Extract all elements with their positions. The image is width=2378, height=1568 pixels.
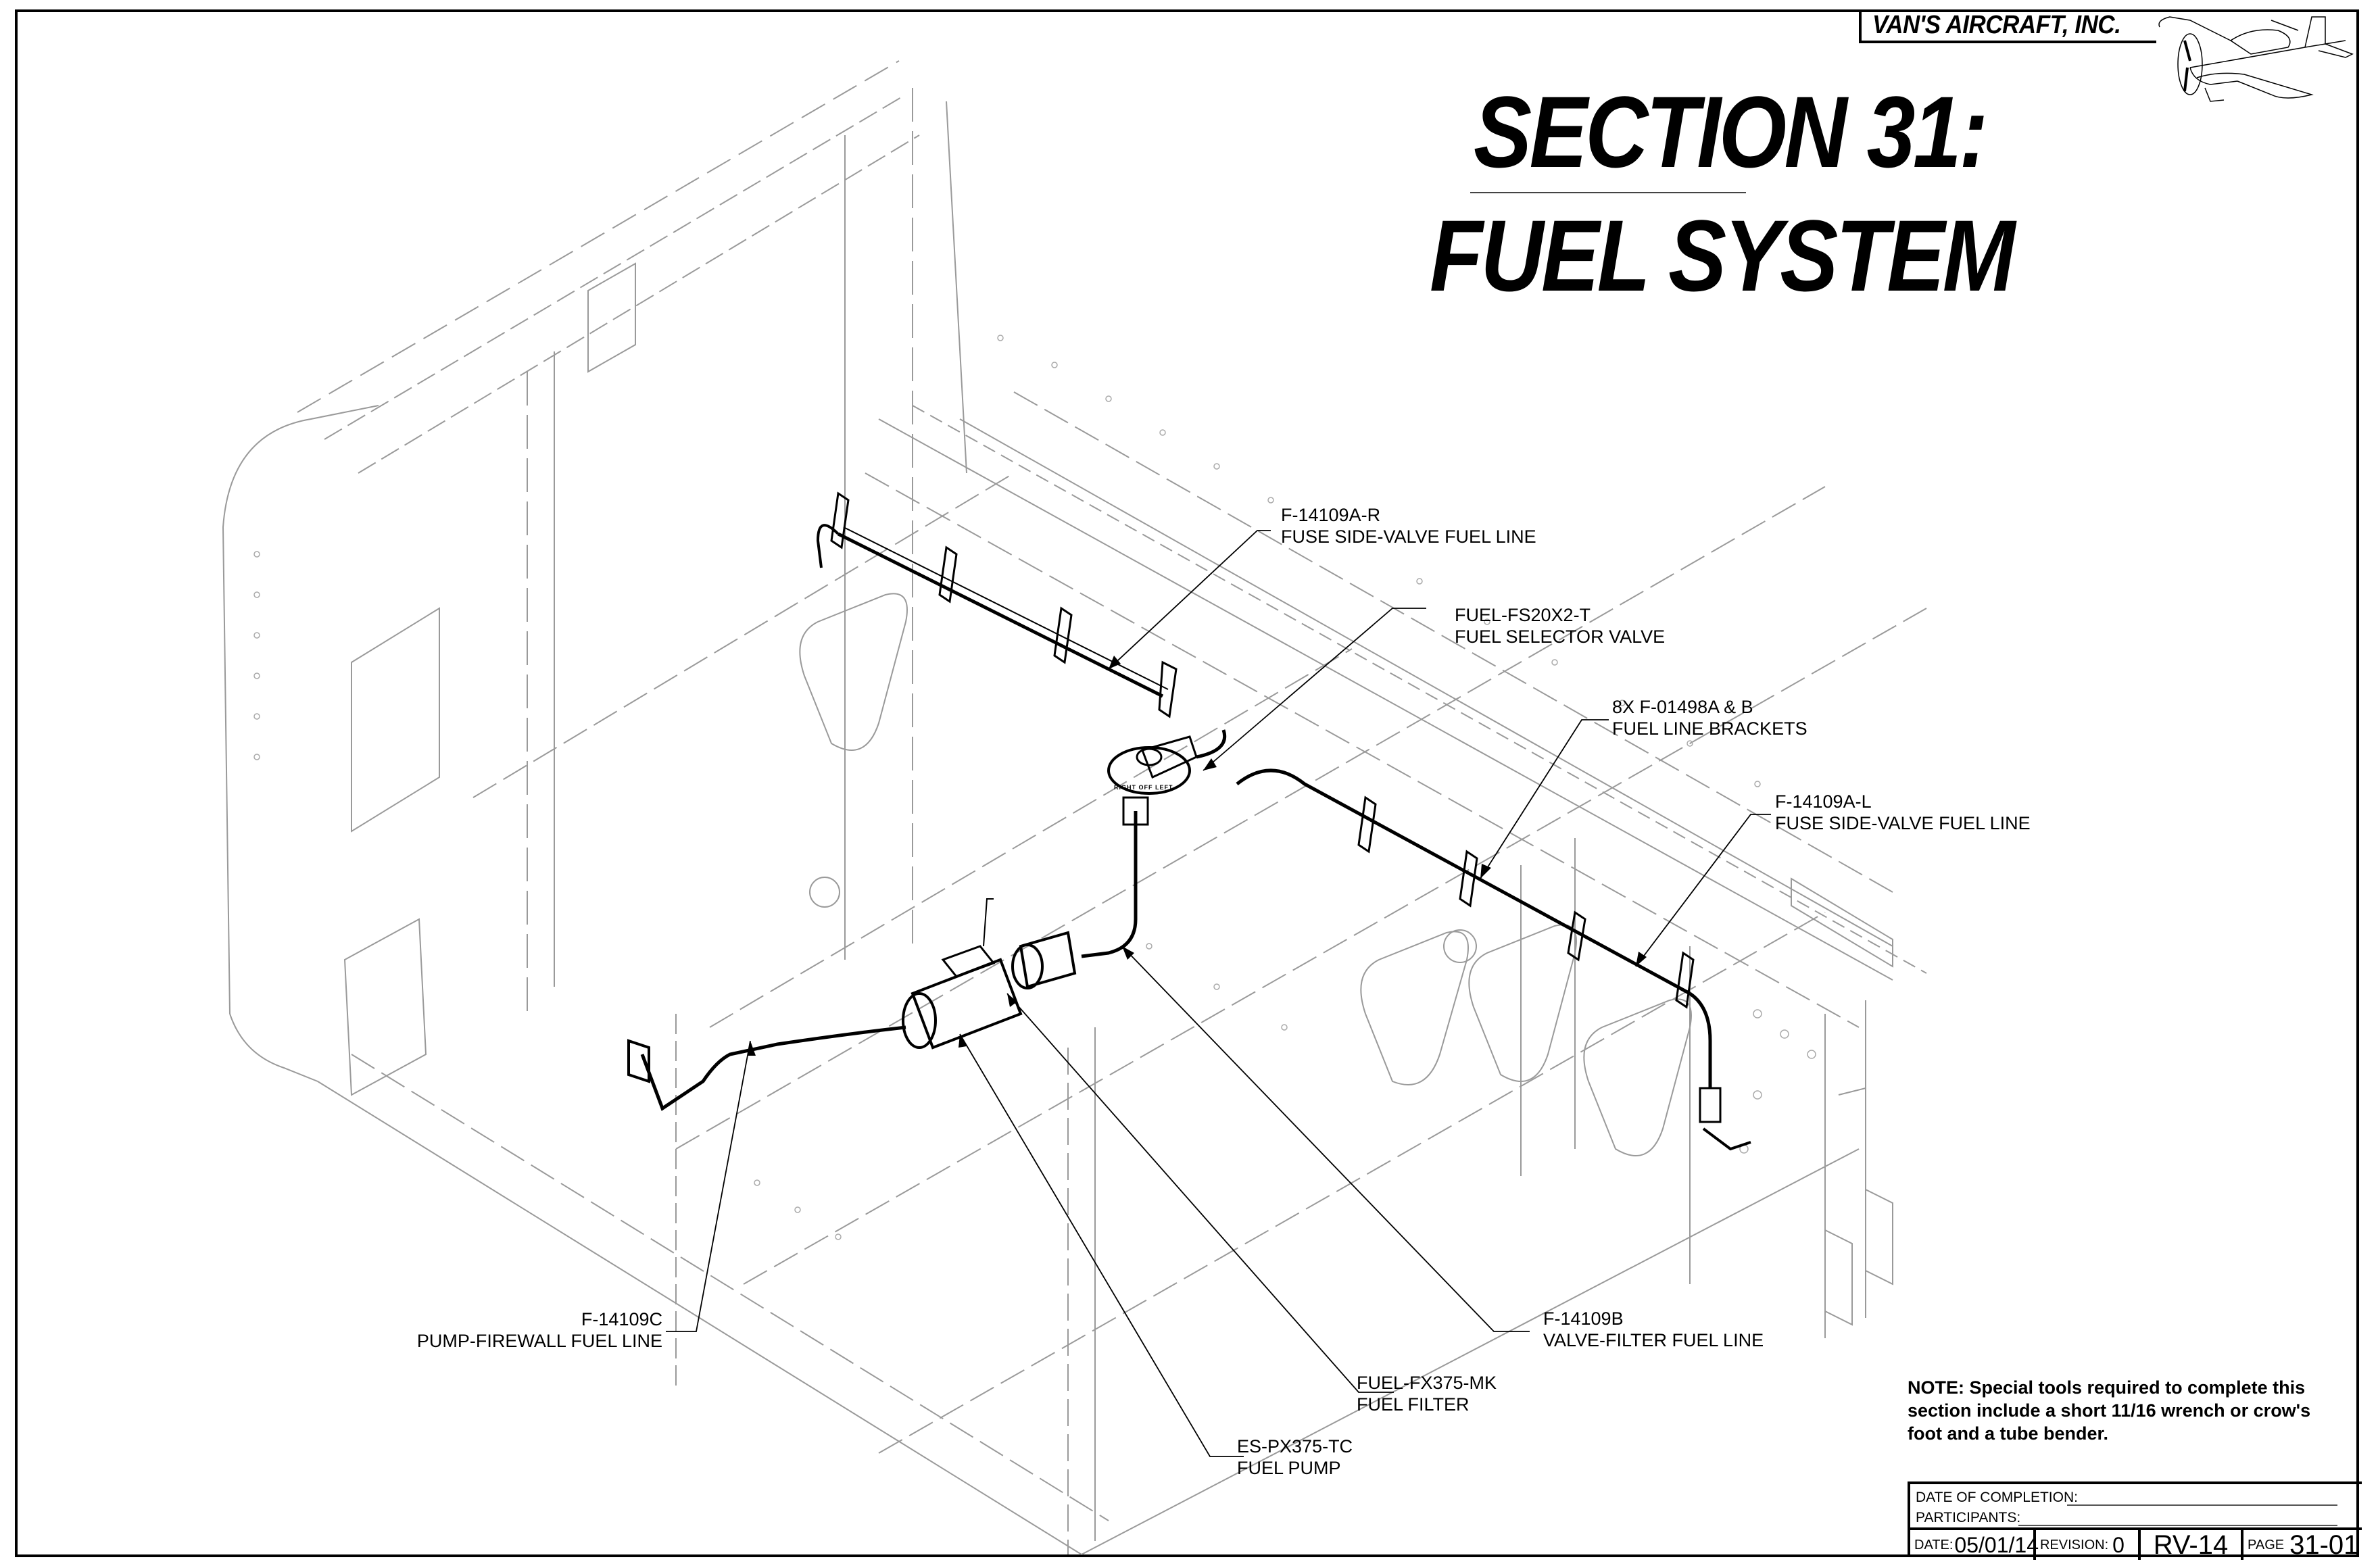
callout-fuel-filter: FUEL-FX375-MK FUEL FILTER bbox=[1357, 1372, 1497, 1415]
bracket bbox=[1357, 795, 1377, 854]
revision-cell: REVISION: 0 bbox=[2036, 1530, 2141, 1560]
part-description: FUEL PUMP bbox=[1237, 1458, 1341, 1478]
drawing-border bbox=[15, 9, 2359, 1557]
participants-field[interactable] bbox=[2018, 1525, 2337, 1526]
date-of-completion-field[interactable] bbox=[2067, 1504, 2337, 1506]
part-number: F-14109A-R bbox=[1281, 505, 1381, 525]
callout-fuel-line-right: F-14109A-R FUSE SIDE-VALVE FUEL LINE bbox=[1281, 504, 1536, 547]
part-number: F-14109A-L bbox=[1775, 791, 1872, 812]
bracket bbox=[1567, 910, 1586, 962]
fuel-line-pump-firewall bbox=[640, 1025, 906, 1111]
page-cell: PAGE 31-01 bbox=[2243, 1530, 2362, 1560]
bracket bbox=[1158, 660, 1178, 718]
callout-fuel-pump: ES-PX375-TC FUEL PUMP bbox=[1237, 1436, 1353, 1479]
callout-fuel-line-valve-filter: F-14109B VALVE-FILTER FUEL LINE bbox=[1543, 1308, 1764, 1351]
part-number: ES-PX375-TC bbox=[1237, 1436, 1353, 1456]
company-name: VAN'S AIRCRAFT, INC. bbox=[1872, 11, 2121, 39]
rivet-pattern bbox=[253, 335, 1816, 1240]
callout-fuel-line-pump-firewall: F-14109C PUMP-FIREWALL FUEL LINE bbox=[385, 1308, 662, 1352]
title-block: DATE OF COMPLETION: PARTICIPANTS: DATE: … bbox=[1908, 1481, 2362, 1560]
part-description: FUEL SELECTOR VALVE bbox=[1455, 627, 1666, 647]
date-label: DATE: bbox=[1914, 1537, 1954, 1552]
title-divider bbox=[1470, 192, 1746, 193]
company-box bbox=[1859, 9, 2156, 43]
part-number: 8X F-01498A & B bbox=[1612, 697, 1753, 717]
bracket bbox=[1459, 850, 1478, 908]
leader-lines bbox=[666, 530, 1771, 1457]
special-tools-note: NOTE: Special tools required to complete… bbox=[1908, 1377, 2311, 1444]
section-subtitle: FUEL SYSTEM bbox=[1430, 199, 2015, 312]
callout-fuel-selector-valve: FUEL-FS20X2-T FUEL SELECTOR VALVE bbox=[1455, 604, 1665, 647]
part-description: VALVE-FILTER FUEL LINE bbox=[1543, 1330, 1764, 1350]
page-value: 31-01 bbox=[2289, 1529, 2359, 1560]
fuel-line-valve-filter bbox=[1081, 811, 1138, 958]
participants-label: PARTICIPANTS: bbox=[1916, 1510, 2021, 1525]
bracket bbox=[1675, 951, 1695, 1009]
callout-fuel-line-brackets: 8X F-01498A & B FUEL LINE BRACKETS bbox=[1612, 696, 1807, 739]
revision-label: REVISION: bbox=[2040, 1537, 2109, 1552]
part-description: FUEL LINE BRACKETS bbox=[1612, 718, 1807, 739]
part-number: F-14109B bbox=[1543, 1308, 1624, 1329]
date-cell: DATE: 05/01/14 bbox=[1910, 1530, 2039, 1560]
airplane-icon bbox=[2158, 16, 2354, 102]
fuel-line-left bbox=[1236, 768, 1691, 996]
part-description: FUSE SIDE-VALVE FUEL LINE bbox=[1281, 526, 1536, 547]
selector-position-labels: RIGHT OFF LEFT bbox=[1114, 784, 1173, 791]
callout-fuel-line-left: F-14109A-L FUSE SIDE-VALVE FUEL LINE bbox=[1775, 791, 2031, 834]
fuel-line-right bbox=[837, 532, 1164, 698]
section-title: SECTION 31: bbox=[1474, 75, 1988, 189]
part-number: F-14109C bbox=[581, 1309, 662, 1329]
bracket bbox=[1053, 606, 1073, 664]
title-block-bottom-row: DATE: 05/01/14 REVISION: 0 RV-14 PAGE 31… bbox=[1910, 1527, 2362, 1560]
date-value: 05/01/14 bbox=[1954, 1532, 2039, 1557]
fuselage-structure bbox=[222, 60, 1927, 1555]
fuel-filter bbox=[1019, 931, 1077, 989]
part-description: PUMP-FIREWALL FUEL LINE bbox=[416, 1331, 662, 1351]
model-value: RV-14 bbox=[2153, 1529, 2229, 1560]
part-number: FUEL-FX375-MK bbox=[1357, 1373, 1497, 1393]
date-of-completion-label: DATE OF COMPLETION: bbox=[1916, 1490, 2078, 1505]
part-description: FUEL FILTER bbox=[1357, 1394, 1470, 1415]
page-label: PAGE bbox=[2248, 1537, 2285, 1552]
bracket bbox=[830, 491, 850, 549]
bracket bbox=[938, 545, 958, 604]
leader-arrowheads bbox=[748, 656, 1647, 1056]
revision-value: 0 bbox=[2112, 1532, 2125, 1557]
model-cell: RV-14 bbox=[2141, 1530, 2243, 1560]
part-number: FUEL-FS20X2-T bbox=[1455, 605, 1591, 625]
part-description: FUSE SIDE-VALVE FUEL LINE bbox=[1775, 813, 2031, 833]
